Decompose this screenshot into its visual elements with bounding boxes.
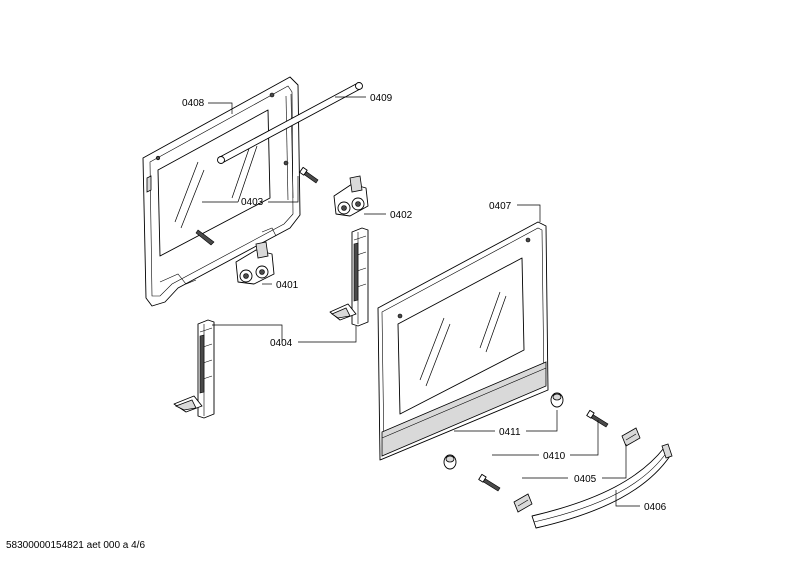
callout-0407: 0407 <box>489 201 512 212</box>
inner-door-frame-part <box>142 76 301 307</box>
callout-0401: 0401 <box>276 280 299 291</box>
handle-support-0405-left-part <box>513 493 533 513</box>
callout-0406: 0406 <box>644 502 667 513</box>
callout-0411: 0411 <box>499 427 521 438</box>
handle-bar-0406-part <box>531 443 673 529</box>
screw-0410-right-part <box>586 409 609 428</box>
screw-0403-lower-part <box>195 229 215 246</box>
cap-0411-right-part <box>550 392 564 408</box>
cap-0411-left-part <box>443 454 457 470</box>
door-rod-part <box>217 82 363 164</box>
callout-labels: 0408 0409 0403 0402 0401 0404 0407 0411 … <box>182 93 667 513</box>
callout-0409: 0409 <box>370 93 393 104</box>
outer-door-glass-part <box>377 221 549 461</box>
screw-0410-left-part <box>478 473 501 492</box>
callout-0410: 0410 <box>543 451 566 462</box>
callout-0405: 0405 <box>574 474 597 485</box>
hinge-0404-right-part <box>329 227 369 327</box>
hinge-bracket-0401-part <box>235 241 275 285</box>
hinge-0404-left-part <box>173 319 215 419</box>
screw-0403-upper-part <box>299 166 319 184</box>
leader-lines <box>202 96 640 507</box>
callout-0402: 0402 <box>390 210 413 221</box>
callout-0408: 0408 <box>182 98 205 109</box>
document-id-footer: 58300000154821 aet 000 a 4/6 <box>6 540 146 551</box>
callout-0403: 0403 <box>241 197 264 208</box>
callout-0404: 0404 <box>270 338 293 349</box>
hinge-bracket-0402-part <box>333 175 369 217</box>
handle-support-0405-right-part <box>621 427 641 447</box>
